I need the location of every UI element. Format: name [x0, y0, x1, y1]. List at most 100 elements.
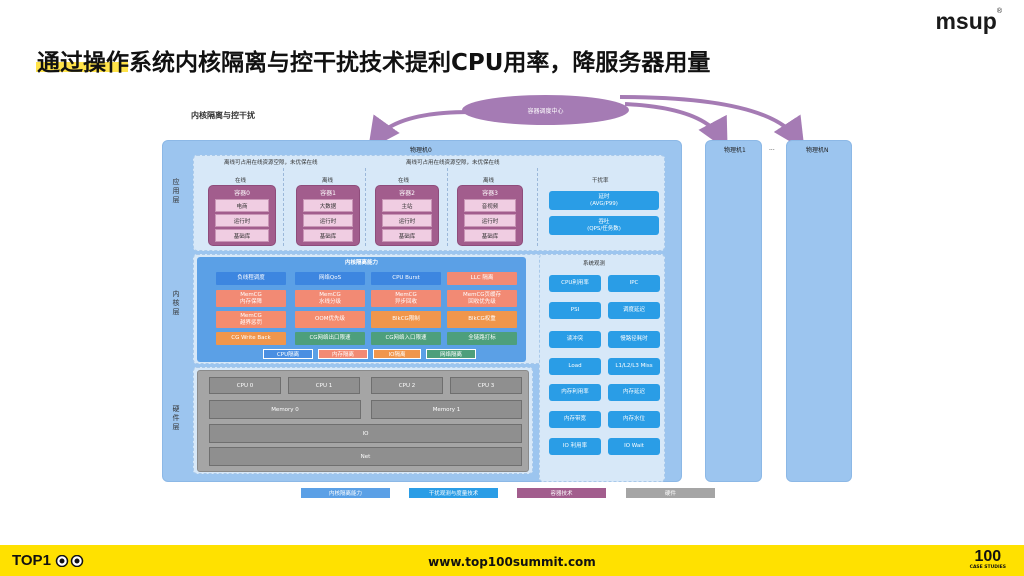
kernel-cell-1-2: MemCG 异步回收 [371, 290, 441, 307]
arrow-to-machine1 [624, 102, 728, 151]
hw-cpu1: CPU 1 [288, 377, 360, 394]
slide-headline: 通过操作系统内核隔离与控干扰技术提利CPU用率，降服务器用量 [37, 50, 711, 76]
obs-2-0: 读冲突 [549, 331, 601, 348]
kernel-cell-3-1: CG网络出口限速 [295, 332, 365, 345]
kernel-cell-3-0: CG Write Back [216, 332, 286, 345]
interference-latency: 延时 (AVG/P99) [549, 191, 659, 210]
hw-cpu3: CPU 3 [450, 377, 522, 394]
app-divider-4 [537, 168, 538, 246]
container1-row2: 基础库 [303, 229, 353, 242]
kernel-cell-2-2: BlkCG限制 [371, 311, 441, 328]
container3-name: 容器3 [482, 190, 498, 197]
kernel-cell-0-1: 网络QoS [295, 272, 365, 285]
case-studies-text: CASE STUDIES [969, 565, 1006, 570]
interference-title: 干扰率 [592, 178, 609, 184]
container0-row0: 电商 [215, 199, 269, 212]
obs-5-1: 内存水位 [608, 411, 660, 428]
container1: 容器1 大数据 运行时 基础库 [296, 185, 360, 246]
obs-6-0: IO 利用率 [549, 438, 601, 455]
container2-state: 在线 [398, 178, 410, 184]
app-note-right: 离线可占用在线资源空隙，未优保在线 [406, 160, 500, 166]
kernel-cell-1-3: MemCG页缓存 回收优先级 [447, 290, 517, 307]
obs-0-1: IPC [608, 275, 660, 292]
kernel-cell-0-0: 负线程调度 [216, 272, 286, 285]
container1-state: 离线 [322, 178, 334, 184]
machine-ellipsis: ... [769, 145, 775, 152]
obs-4-1: 内存延迟 [608, 384, 660, 401]
msup-logo-text: msup [935, 8, 997, 34]
container0-state: 在线 [235, 178, 247, 184]
hw-cpu0: CPU 0 [209, 377, 281, 394]
container1-name: 容器1 [320, 190, 336, 197]
case-studies-number: 100 [974, 548, 1002, 565]
eyes-icon [55, 554, 84, 568]
legend-hardware: 硬件 [626, 488, 715, 498]
container2-row1: 运行时 [382, 214, 432, 227]
obs-0-0: CPU利用率 [549, 275, 601, 292]
obs-6-1: IO Wait [608, 438, 660, 455]
obs-3-1: L1/L2/L3 Miss [608, 358, 660, 375]
iso-network: 网络隔离 [426, 349, 476, 359]
cluster-scheduler: 容器调度中心 [462, 95, 629, 125]
container3-row1: 运行时 [464, 214, 516, 227]
legend-observe: 干扰观测与度量技术 [409, 488, 498, 498]
obs-4-0: 内存利用率 [549, 384, 601, 401]
legend-container: 容器技术 [517, 488, 606, 498]
hw-cpu2: CPU 2 [371, 377, 443, 394]
container1-row0: 大数据 [303, 199, 353, 212]
iso-io: IO隔离 [373, 349, 421, 359]
container2-row2: 基础库 [382, 229, 432, 242]
msup-logo-mark: ® [996, 8, 1002, 15]
app-divider-1 [283, 168, 284, 246]
msup-logo: msup® [935, 8, 1002, 35]
hw-memory1: Memory 1 [371, 400, 522, 419]
container0: 容器0 电商 运行时 基础库 [208, 185, 276, 246]
container3-row0: 音视频 [464, 199, 516, 212]
container0-name: 容器0 [234, 190, 250, 197]
container2-row0: 主站 [382, 199, 432, 212]
top100-logo: TOP1 [12, 552, 89, 569]
top100-logo-text: TOP1 [12, 552, 51, 569]
container0-row1: 运行时 [215, 214, 269, 227]
container3-row2: 基础库 [464, 229, 516, 242]
footer-url[interactable]: www.top100summit.com [428, 555, 596, 569]
case-studies-logo: 100 CASE STUDIES [969, 548, 1006, 571]
hw-io: IO [209, 424, 522, 443]
kernel-cell-2-3: BlkCG权重 [447, 311, 517, 328]
arrow-to-machineN [619, 95, 805, 151]
app-layer-label: 应用层 [172, 178, 180, 205]
machine0-label: 物理机0 [410, 147, 432, 154]
kernel-cell-3-2: CG网络入口限速 [371, 332, 441, 345]
machineN-box [786, 140, 852, 482]
kernel-cell-1-0: MemCG 内存保障 [216, 290, 286, 307]
kernel-cell-1-1: MemCG 水线分级 [295, 290, 365, 307]
obs-1-1: 调度延迟 [608, 302, 660, 319]
container2-name: 容器2 [399, 190, 415, 197]
machineN-label: 物理机N [806, 147, 829, 154]
diagram-title: 内核隔离与控干扰 [191, 111, 255, 120]
interference-throughput: 吞吐 (QPS/任务数) [549, 216, 659, 235]
hw-memory0: Memory 0 [209, 400, 361, 419]
obs-3-0: Load [549, 358, 601, 375]
iso-cpu: CPU隔离 [263, 349, 313, 359]
container1-row1: 运行时 [303, 214, 353, 227]
obs-1-0: PSI [549, 302, 601, 319]
obs-5-0: 内存带宽 [549, 411, 601, 428]
app-note-left: 离线可占用在线资源空隙，未优保在线 [224, 160, 318, 166]
app-divider-3 [447, 168, 448, 246]
app-divider-2 [365, 168, 366, 246]
hw-net: Net [209, 447, 522, 466]
container3-state: 离线 [483, 178, 495, 184]
legend-kernel: 内核隔离能力 [301, 488, 390, 498]
headline-highlight [36, 62, 128, 72]
container2: 容器2 主站 运行时 基础库 [375, 185, 439, 246]
kernel-layer-label: 内核层 [172, 290, 180, 317]
kernel-capability-title: 内核隔离能力 [344, 260, 378, 266]
kernel-cell-2-0: MemCG 越界惩罚 [216, 311, 286, 328]
kernel-cell-0-3: LLC 隔离 [447, 272, 517, 285]
kernel-cell-2-1: OOM优先级 [295, 311, 365, 328]
container3: 容器3 音视频 运行时 基础库 [457, 185, 523, 246]
obs-2-1: 慢路径耗时 [608, 331, 660, 348]
kernel-cell-0-2: CPU Burst [371, 272, 441, 285]
container0-row2: 基础库 [215, 229, 269, 242]
